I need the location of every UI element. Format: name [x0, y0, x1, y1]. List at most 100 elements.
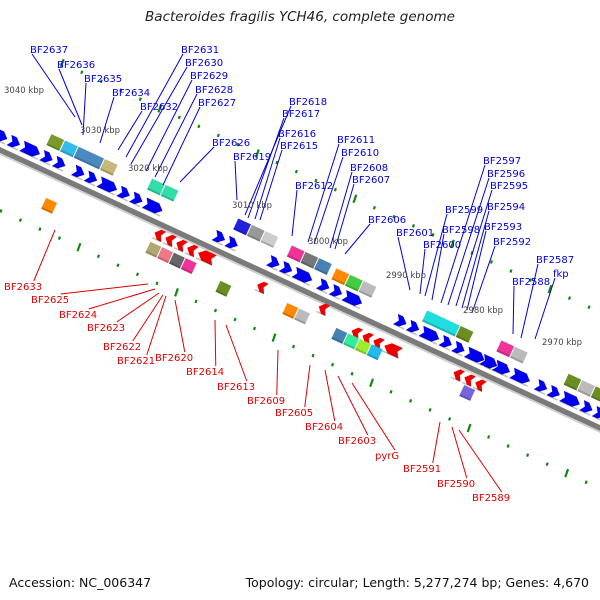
reverse-gene-shape	[464, 374, 476, 387]
annotation-block	[331, 327, 348, 344]
gene-label: BF2617	[282, 109, 320, 120]
annotation-block-body	[300, 251, 319, 269]
reverse-gene-shade	[461, 381, 472, 388]
genome-title: Bacteroides fragilis YCH46, complete gen…	[145, 9, 455, 25]
backbone	[0, 147, 600, 433]
annotation-block-shade	[157, 256, 169, 264]
label-leader	[130, 66, 188, 165]
annotation-block-body	[331, 268, 350, 286]
forward-gene	[559, 390, 580, 410]
reverse-gene-shape	[475, 379, 487, 392]
gene-label: BF2613	[217, 382, 255, 393]
forward-gene-shape	[116, 185, 130, 199]
forward-gene-shade	[509, 377, 528, 387]
label-leader	[60, 283, 149, 295]
label-leader	[466, 230, 487, 311]
tick-mark	[155, 281, 159, 286]
forward-gene-shade	[70, 174, 83, 181]
gene-label: BF2596	[487, 169, 525, 180]
reverse-gene	[195, 250, 217, 267]
tick-mark	[409, 398, 413, 403]
annotation-block	[343, 333, 360, 350]
tick-mark	[392, 214, 396, 219]
label-leader	[247, 117, 285, 219]
forward-gene-shape	[559, 390, 580, 407]
forward-gene-shape	[533, 379, 548, 392]
annotation-block-body	[294, 308, 311, 325]
gene-label: BF2588	[512, 277, 550, 288]
gene-label: BF2637	[30, 45, 68, 56]
label-leader	[145, 79, 193, 172]
annotation-block-body	[314, 258, 332, 275]
label-leader	[291, 189, 298, 237]
gene-label: BF2626	[212, 138, 250, 149]
tick-mark	[547, 284, 553, 294]
tick-mark	[275, 160, 279, 165]
annotation-block-body	[41, 197, 58, 214]
annotation-block-body	[59, 140, 78, 158]
label-leader	[117, 110, 143, 151]
gene-label: pyrG	[375, 451, 399, 462]
forward-gene-shape	[418, 325, 440, 342]
reverse-gene	[173, 239, 188, 253]
tick-mark	[59, 58, 65, 68]
forward-gene	[291, 266, 313, 286]
forward-gene-shade	[265, 264, 278, 271]
forward-gene	[591, 406, 600, 422]
reverse-gene	[316, 303, 331, 317]
forward-gene-shade	[315, 287, 328, 294]
annotation-block	[99, 158, 118, 176]
forward-gene-shade	[0, 138, 6, 145]
label-leader	[259, 149, 283, 221]
gene-features	[0, 129, 600, 422]
gene-label: BF2624	[59, 310, 97, 321]
gene-label: BF2592	[493, 237, 531, 248]
forward-gene-shade	[128, 200, 141, 208]
tick-mark	[194, 299, 198, 304]
forward-gene	[6, 134, 20, 151]
gene-label: BF2630	[185, 58, 223, 69]
gene-label: BF2604	[305, 422, 343, 433]
annotation-block-body	[147, 178, 165, 196]
label-leader	[329, 171, 353, 249]
annotation-block	[563, 373, 582, 391]
annotation-block-shade	[300, 260, 314, 269]
annotation-block	[354, 338, 371, 355]
tick-mark	[157, 103, 163, 113]
annotation-block-body	[343, 333, 360, 350]
forward-gene-shade	[496, 371, 508, 378]
forward-gene	[405, 319, 420, 336]
label-leader	[512, 285, 515, 335]
gene-label: BF2587	[536, 255, 574, 266]
forward-gene-shape	[224, 235, 238, 249]
annotation-block-body	[145, 241, 162, 258]
forward-gene-shape	[341, 290, 363, 306]
annotation-block-body	[366, 344, 383, 361]
forward-gene-shade	[546, 394, 558, 401]
tick-mark	[584, 480, 588, 485]
forward-gene-shade	[559, 400, 578, 410]
label-leader	[440, 164, 486, 304]
reverse-gene-shade	[381, 350, 399, 359]
tick-mark	[271, 333, 277, 342]
annotation-block	[157, 247, 174, 264]
tick-mark	[0, 209, 3, 213]
tick-mark	[509, 269, 513, 273]
forward-gene	[578, 400, 593, 416]
annotation-block-shade	[147, 187, 161, 196]
annotation-block-body	[577, 380, 595, 397]
forward-gene-shape	[129, 191, 143, 205]
forward-gene	[392, 313, 407, 330]
annotation-block	[422, 310, 460, 337]
tick-mark	[587, 305, 591, 310]
annotation-block-shade	[354, 347, 367, 355]
annotation-block	[286, 245, 305, 263]
tick-mark	[333, 187, 337, 192]
gene-label: BF2593	[484, 222, 522, 233]
label-leader	[461, 210, 490, 309]
forward-gene-shape	[451, 340, 465, 354]
annotation-block-body	[46, 134, 65, 151]
forward-gene-shade	[19, 150, 38, 160]
annotation-block-body	[73, 146, 105, 170]
gene-label: fkp	[553, 269, 569, 280]
